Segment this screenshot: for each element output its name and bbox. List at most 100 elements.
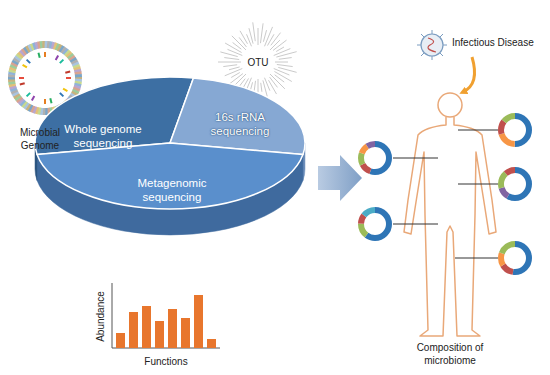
donut-segment [501, 116, 529, 144]
pie-slice-label: 16s rRNA sequencing [200, 108, 280, 140]
otu-branch [275, 75, 285, 82]
leader-line [393, 224, 438, 225]
otu-branch [263, 30, 266, 42]
pie-slice-label: Whole genome sequencing [58, 120, 148, 152]
gene-mark [32, 96, 35, 100]
otu-branch [270, 77, 278, 87]
otu-branch [218, 62, 241, 63]
donut-segment [361, 210, 389, 238]
donut-segment [361, 210, 389, 238]
otu-branch [239, 37, 246, 47]
otu-branch [273, 40, 286, 50]
bar [116, 333, 125, 348]
figure-caption: Composition of microbiome [398, 341, 502, 367]
otu-branch [268, 34, 275, 45]
otu-branch [277, 64, 293, 66]
donut-ground [501, 116, 529, 144]
otu-branch [274, 49, 291, 56]
otu-branch [263, 80, 267, 96]
otu-branch [231, 73, 240, 78]
genome-tick [39, 42, 40, 49]
pie-slice [37, 143, 303, 209]
gene-mark [38, 53, 39, 58]
otu-branch [258, 28, 259, 45]
otu-branch [260, 23, 263, 43]
otu-branch [271, 33, 281, 46]
otu-branch [261, 83, 262, 92]
otu-branch [229, 67, 240, 70]
figure-caption: Infectious Disease [452, 36, 534, 49]
otu-branch [253, 22, 255, 41]
donut-segment [501, 170, 529, 198]
gene-mark [63, 89, 67, 92]
bar-chart [112, 283, 220, 348]
donut-segment [501, 244, 529, 272]
donut-segment [361, 144, 389, 172]
leader-line [455, 258, 498, 259]
body-outline [404, 117, 496, 336]
donut-ground [361, 144, 389, 172]
gene-mark [44, 99, 46, 104]
bar [155, 321, 164, 348]
gene-mark [50, 98, 51, 103]
otu-branch [224, 58, 239, 60]
genome-tick [75, 71, 82, 75]
genome-tick [45, 108, 48, 115]
axis-title: Abundance [93, 291, 106, 342]
donut-segment [501, 170, 529, 198]
human-body [404, 93, 496, 336]
organ-leaders [393, 130, 498, 258]
donut-segment [361, 210, 389, 238]
genome-tick [42, 41, 45, 48]
leader-line [458, 130, 498, 131]
gene-mark [60, 60, 64, 64]
otu-branch [225, 69, 243, 76]
otu-branch [276, 47, 284, 52]
leader-line [393, 158, 438, 159]
otu-branch [275, 62, 288, 63]
otu-branch [228, 49, 243, 55]
donut-segment [501, 170, 529, 198]
donut-ground [501, 170, 529, 198]
microbiome-donuts [361, 116, 529, 272]
gene-mark [27, 60, 31, 64]
axis-title: Functions [144, 355, 187, 368]
donut-ground [501, 244, 529, 272]
donut-ground [361, 210, 389, 238]
otu-branch [223, 65, 237, 67]
donut-segment [501, 244, 529, 272]
gene-mark [65, 71, 70, 72]
slice-text: Metagenomic sequencing [118, 176, 226, 204]
otu-branch [274, 69, 290, 76]
body-head [438, 93, 462, 117]
otu-branch [269, 80, 277, 94]
y-axis [112, 283, 113, 348]
donut-segment [501, 244, 529, 272]
otu-label: OTU [247, 56, 268, 69]
infection-arrow [463, 57, 475, 92]
pie-slice [170, 78, 305, 154]
donut-segment [361, 144, 389, 172]
bar [194, 295, 203, 348]
donut-segment [501, 116, 529, 144]
donut-segment [501, 170, 529, 198]
pie-slice-label: Metagenomic sequencing [116, 174, 228, 206]
donut-segment [361, 144, 389, 172]
donut-segment [501, 116, 529, 144]
donut-segment [361, 144, 389, 172]
gene-mark [23, 65, 27, 68]
donut-segment [501, 244, 529, 272]
slice-text: 16s rRNA sequencing [202, 110, 278, 138]
otu-branch [240, 31, 248, 44]
x-axis [112, 348, 220, 349]
otu-branch [225, 43, 241, 53]
genome-tick [75, 74, 82, 77]
otu-branch [249, 28, 253, 43]
slice-text: Whole genome sequencing [60, 122, 146, 150]
bar [181, 318, 190, 348]
otu-branch [279, 58, 292, 60]
gene-mark [60, 93, 64, 97]
donut-segment [501, 116, 529, 144]
big-arrow [318, 155, 362, 201]
otu-branch [276, 52, 296, 57]
